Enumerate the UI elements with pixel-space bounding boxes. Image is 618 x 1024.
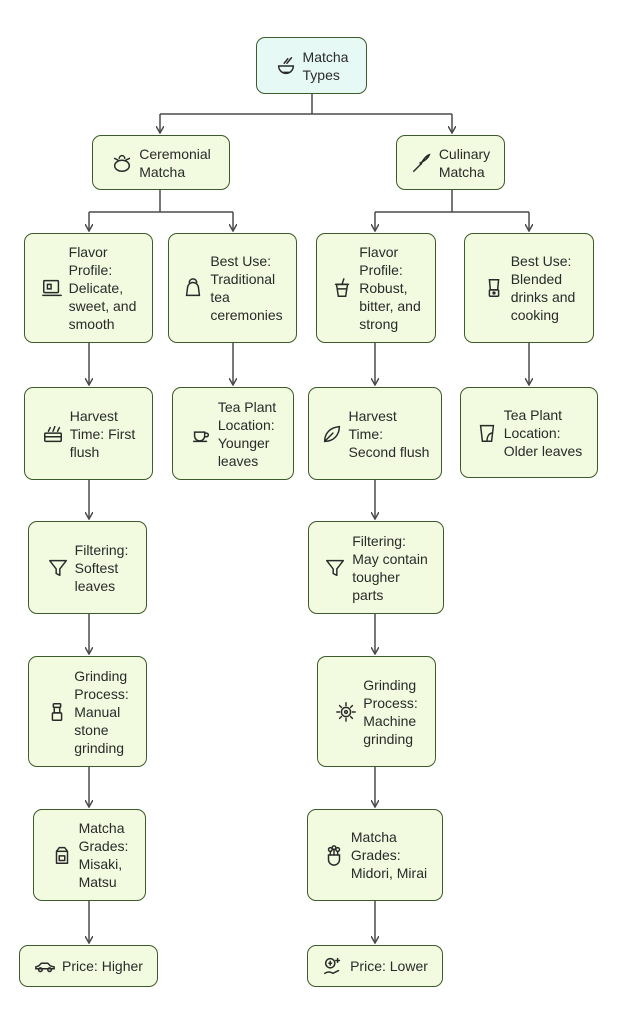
node-ceremonial-flavor: Flavor Profile: Delicate, sweet, and smo… — [24, 233, 153, 343]
node-label: Culinary Matcha — [438, 145, 491, 180]
kettle-icon — [182, 277, 204, 299]
leaf-icon — [321, 423, 343, 445]
node-label: Ceremonial Matcha — [139, 145, 211, 180]
node-label: Price: Higher — [62, 958, 143, 974]
node-label: Best Use: Blended drinks and cooking — [510, 253, 576, 323]
node-ceremonial-harvest: Harvest Time: First flush — [24, 387, 153, 480]
node-ceremonial-location: Tea Plant Location: Younger leaves — [172, 387, 294, 480]
edge-culinary-split — [375, 190, 529, 213]
funnel-icon — [324, 557, 346, 579]
glass-leaf-icon — [476, 422, 498, 444]
gear-icon — [335, 701, 357, 723]
node-label: Best Use: Traditional tea ceremonies — [210, 253, 283, 323]
blender-icon — [483, 277, 505, 299]
node-label: Flavor Profile: Robust, bitter, and stro… — [359, 244, 421, 332]
node-label: Filtering: Softest leaves — [74, 541, 129, 594]
node-culinary-best-use: Best Use: Blended drinks and cooking — [464, 233, 594, 343]
node-matcha-types: Matcha Types — [256, 37, 367, 94]
node-culinary-location: Tea Plant Location: Older leaves — [460, 387, 598, 478]
tea-cup-icon — [190, 423, 212, 445]
node-ceremonial-price: Price: Higher — [19, 945, 158, 987]
node-ceremonial-grades: Matcha Grades: Misaki, Matsu — [33, 809, 146, 901]
node-culinary-harvest: Harvest Time: Second flush — [308, 387, 442, 480]
node-culinary-grinding: Grinding Process: Machine grinding — [317, 656, 436, 767]
plant-bouquet-icon — [323, 844, 345, 866]
node-culinary-price: Price: Lower — [307, 945, 443, 987]
node-label: Flavor Profile: Delicate, sweet, and smo… — [68, 244, 137, 332]
bowl-icon — [275, 55, 297, 77]
funnel-icon — [47, 557, 69, 579]
drink-cup-icon — [331, 277, 353, 299]
whisk-icon — [411, 152, 433, 174]
node-ceremonial-best-use: Best Use: Traditional tea ceremonies — [168, 233, 297, 343]
node-label: Grinding Process: Manual stone grinding — [74, 667, 129, 756]
node-label: Harvest Time: First flush — [69, 407, 136, 460]
money-hand-icon — [322, 955, 344, 977]
teapot-icon — [111, 152, 133, 174]
matcha-carton-icon — [51, 844, 73, 866]
edge-ceremonial-split — [89, 190, 233, 213]
node-ceremonial-matcha: Ceremonial Matcha — [92, 135, 230, 190]
node-label: Filtering: May contain tougher parts — [352, 532, 428, 603]
node-label: Matcha Grades: Misaki, Matsu — [78, 820, 129, 890]
harvest-crate-icon — [42, 423, 64, 445]
node-label: Grinding Process: Machine grinding — [363, 676, 418, 747]
node-ceremonial-grinding: Grinding Process: Manual stone grinding — [28, 656, 147, 767]
node-label: Price: Lower — [350, 958, 428, 974]
node-label: Matcha Types — [302, 48, 349, 83]
node-culinary-filtering: Filtering: May contain tougher parts — [308, 521, 444, 614]
node-label: Matcha Grades: Midori, Mirai — [350, 829, 428, 881]
node-label: Tea Plant Location: Younger leaves — [217, 398, 277, 469]
node-ceremonial-filtering: Filtering: Softest leaves — [28, 521, 147, 614]
edge-root-branches — [160, 94, 452, 115]
node-culinary-flavor: Flavor Profile: Robust, bitter, and stro… — [316, 233, 436, 343]
node-culinary-matcha: Culinary Matcha — [396, 135, 505, 190]
tea-box-icon — [41, 277, 63, 299]
sports-car-icon — [34, 955, 56, 977]
grinder-icon — [46, 701, 68, 723]
node-label: Harvest Time: Second flush — [348, 407, 430, 460]
node-culinary-grades: Matcha Grades: Midori, Mirai — [307, 809, 443, 901]
node-label: Tea Plant Location: Older leaves — [503, 406, 583, 459]
